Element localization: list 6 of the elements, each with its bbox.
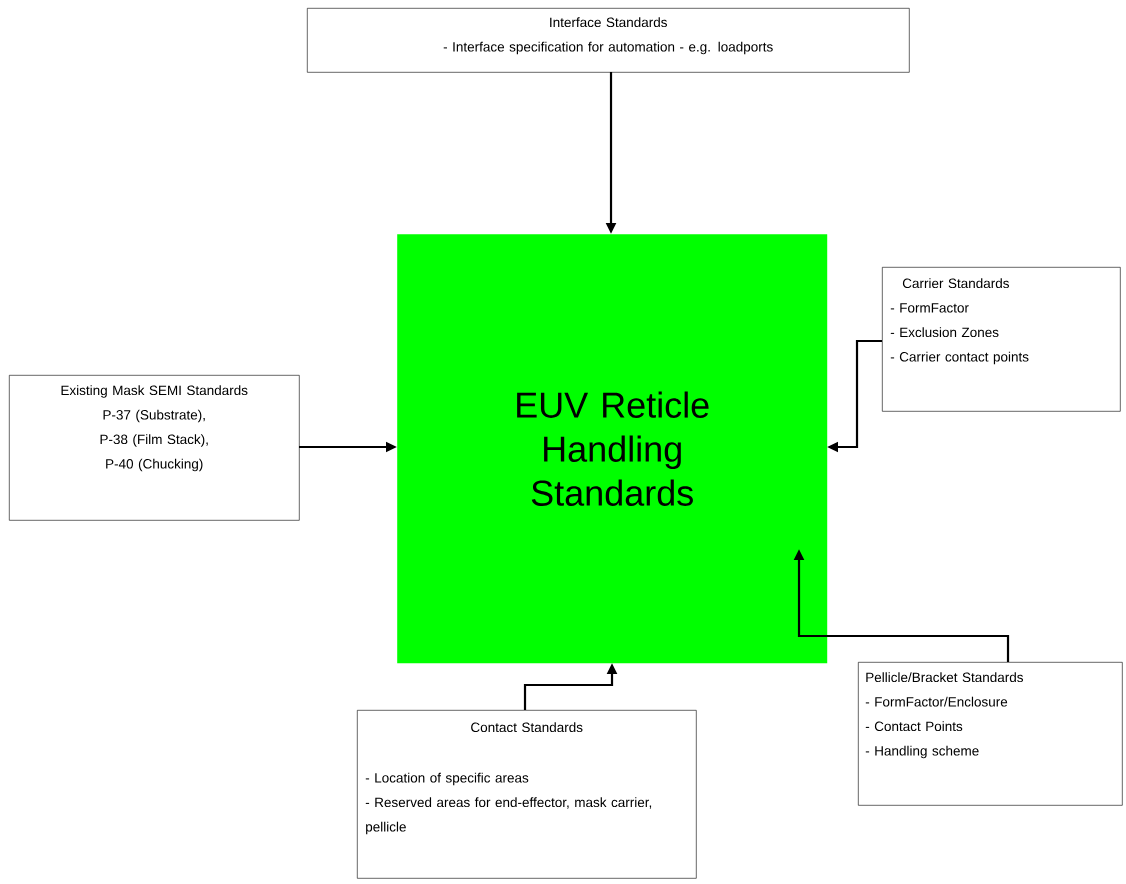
standards-box: Pellicle/Bracket Standards - FormFactor/Enclosure - Contact Points - Handling scheme xyxy=(858,662,1123,806)
standards-box: Contact Standards - Location of specific areas - Reserved areas for end-effector, mask carrier, pellicle xyxy=(357,710,697,879)
standards-box: Carrier Standards - FormFactor - Exclusion Zones - Carrier contact points xyxy=(882,267,1121,412)
central-box: EUV Reticle Handling Standards xyxy=(397,234,828,664)
standards-box: Interface Standards - Interface specification for automation - e.g. loadports xyxy=(307,8,910,73)
standards-box: Existing Mask SEMI Standards P-37 (Substrate), P-38 (Film Stack), P-40 (Chucking) xyxy=(9,375,300,521)
